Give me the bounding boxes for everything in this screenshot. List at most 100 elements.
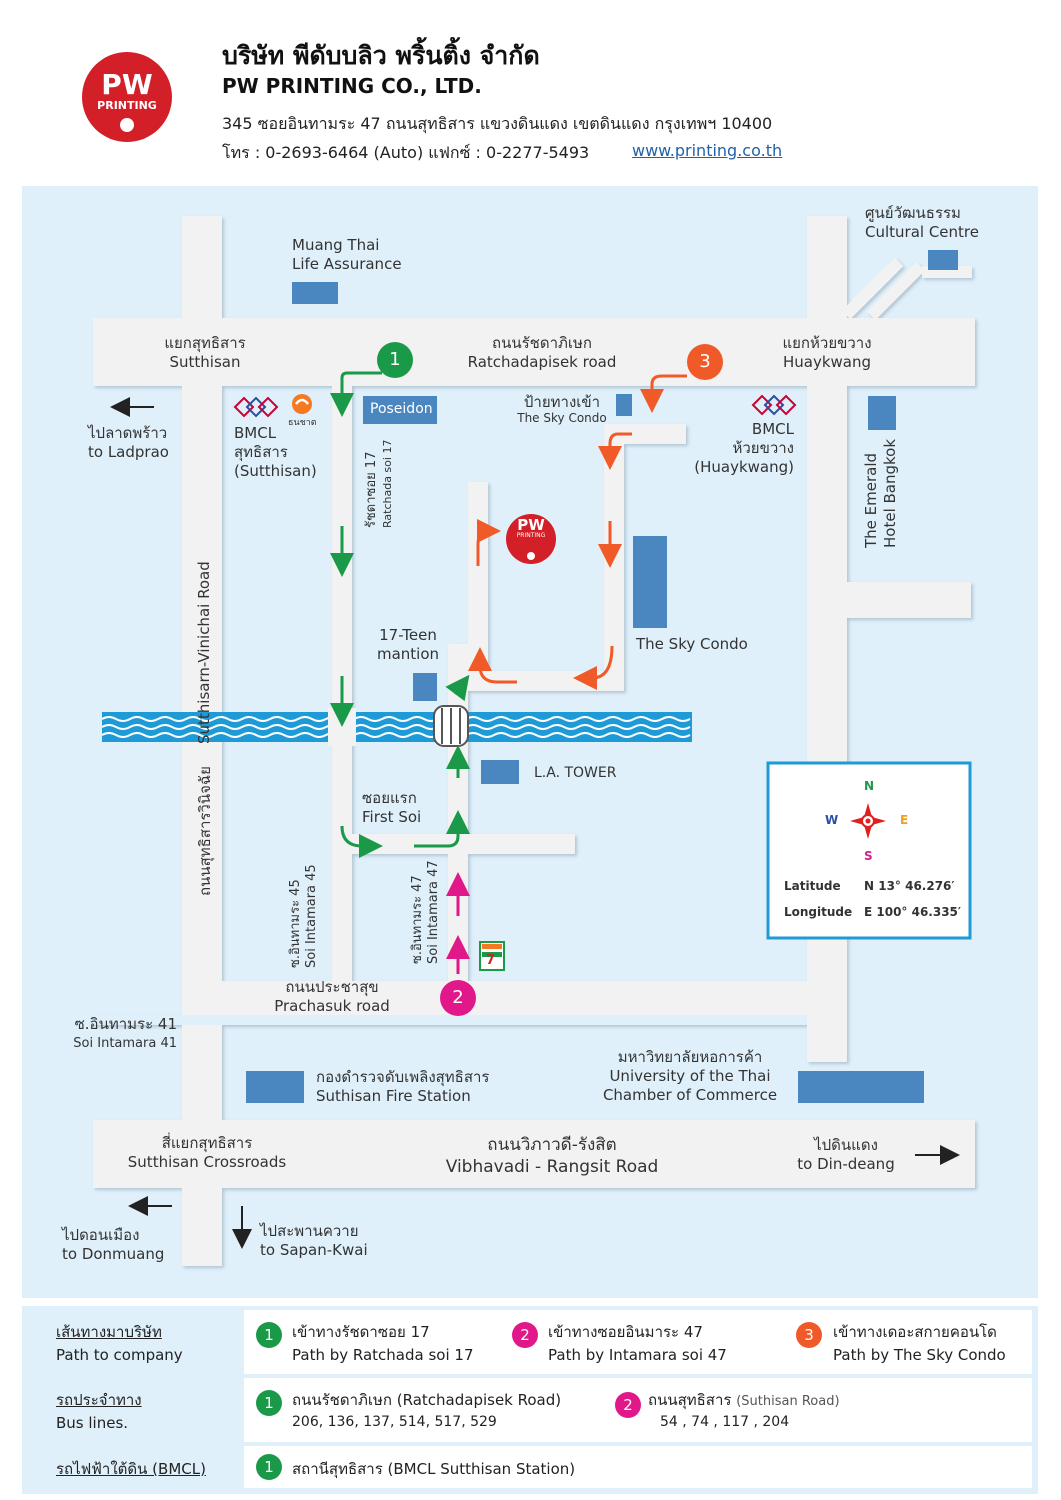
compass-east: E — [900, 813, 909, 827]
prachasuk-road-en: Prachasuk road — [274, 997, 390, 1015]
to-ladprao-en: to Ladprao — [88, 443, 169, 461]
soi17-label: รัชดาซอย 17 Ratchada soi 17 — [364, 440, 396, 528]
bus-1-road: ถนนรัชดาภิเษก (Ratchadapisek Road) — [292, 1388, 561, 1412]
emerald-hotel-label: The Emerald Hotel Bangkok — [862, 439, 900, 548]
path-3-en: Path by The Sky Condo — [833, 1346, 1006, 1364]
longitude-value: E 100° 46.335′ — [864, 905, 962, 919]
teen-building — [413, 673, 437, 701]
logo-dot — [120, 118, 134, 132]
fire-station-building — [246, 1071, 304, 1103]
pw-map-subtext: PRINTING — [516, 532, 546, 539]
intamara41-en: Soi Intamara 41 — [73, 1036, 177, 1051]
first-soi-en: First Soi — [362, 808, 422, 826]
fire-station-th: กองดำรวจดับเพลิงสุทธิสาร — [316, 1068, 490, 1086]
to-sapankwai-th: ไปสะพานควาย — [260, 1222, 359, 1240]
bmcl-huaykwang-label: BMCL ห้วยขวาง (Huaykwang) — [690, 420, 794, 477]
bus-2-road-th: ถนนสุทธิสาร — [648, 1391, 732, 1409]
pw-location-logo — [506, 514, 556, 564]
intamara47-th: ซ.อินทามระ 47 — [410, 875, 425, 964]
seventeen-mantion-label: 17-Teen mantion — [368, 626, 448, 664]
path-header-th: เส้นทางมาบริษัท — [56, 1323, 162, 1341]
sutthisan-junction-en: Sutthisan — [169, 353, 241, 371]
sutthisan-crossroads-en: Sutthisan Crossroads — [127, 1153, 287, 1171]
first-soi-th: ซอยแรก — [362, 789, 417, 807]
bridge-intamara47 — [433, 705, 469, 747]
intamara45-label: ซ.อินทามระ 45 Soi Intamara 45 — [288, 864, 320, 968]
poseidon-label: Poseidon — [370, 401, 433, 417]
thanachart-label: ธนชาต — [288, 418, 317, 428]
bmcl-sutthisan-label: BMCL สุทธิสาร (Sutthisan) — [234, 424, 317, 481]
sky-entrance-en: The Sky Condo — [517, 411, 607, 425]
sky-entrance-label: ป้ายทางเข้า The Sky Condo — [507, 394, 617, 426]
to-dindeang-th: ไปดินแดง — [814, 1136, 878, 1154]
intamara45-th: ซ.อินทามระ 45 — [288, 879, 303, 968]
huaykwang-junction-en: Huaykwang — [782, 353, 872, 371]
logo: PW PRINTING — [82, 52, 172, 142]
seven-eleven-label: 7 — [486, 953, 496, 968]
to-donmuang-th: ไปดอนเมือง — [62, 1226, 140, 1244]
emerald-line2: Hotel Bangkok — [881, 438, 899, 548]
compass-west: W — [825, 813, 839, 827]
bmcl-logo-sutthisan — [233, 396, 279, 418]
mrt-row: รถไฟฟ้าใต้ดิน (BMCL) 1 สถานีสุทธิสาร (BM… — [32, 1446, 1032, 1488]
logo-text-sub: PRINTING — [97, 99, 157, 112]
path-3-th: เข้าทางเดอะสกายคอนโด — [833, 1323, 997, 1341]
bmcl-huaykwang-line3: (Huaykwang) — [694, 458, 794, 476]
bus-1-marker: 1 — [256, 1390, 282, 1416]
company-website-link[interactable]: www.printing.co.th — [632, 141, 783, 160]
roads — [93, 216, 975, 1266]
prachasuk-road-th: ถนนประชาสุข — [285, 978, 379, 996]
mrt-header-th: รถไฟฟ้าใต้ดิน (BMCL) — [56, 1460, 206, 1478]
route-3-marker: 3 — [687, 344, 723, 380]
fire-station-label: กองดำรวจดับเพลิงสุทธิสาร Suthisan Fire S… — [316, 1068, 489, 1106]
cultural-centre-label: ศูนย์วัฒนธรรม Cultural Centre — [865, 204, 979, 242]
longitude-label: Longitude — [784, 905, 853, 919]
direction-arrows — [110, 397, 960, 1249]
sutthisan-crossroads-label: สี่แยกสุทธิสาร Sutthisan Crossroads — [117, 1134, 297, 1172]
bmcl-sutthisan-line1: BMCL — [234, 424, 277, 442]
sky-sign-building — [616, 394, 632, 416]
bmcl-huaykwang-line2: ห้วยขวาง — [732, 439, 794, 457]
bus-header-cell: รถประจำทาง Bus lines. — [32, 1378, 244, 1442]
fire-station-en: Suthisan Fire Station — [316, 1087, 471, 1105]
prachasuk-road-label: ถนนประชาสุข Prachasuk road — [252, 978, 412, 1016]
sutthisarn-vinichai-road-en-label: Sutthisarn-Vinichai Road — [195, 561, 213, 744]
cultural-centre-en: Cultural Centre — [865, 223, 979, 241]
la-tower-label: L.A. TOWER — [534, 765, 617, 781]
emerald-line1: The Emerald — [862, 452, 880, 548]
utcc-label: มหาวิทยาลัยหอการค้า University of the Th… — [590, 1048, 790, 1105]
prachasuk-road — [222, 981, 807, 1015]
location-map: ถนนรัชดาภิเษก Ratchadapisek road ถนนวิภา… — [22, 186, 1038, 1298]
vibhavadi-road-en: Vibhavadi - Rangsit Road — [445, 1157, 659, 1177]
utcc-en2: Chamber of Commerce — [602, 1086, 778, 1104]
to-ladprao-th: ไปลาดพร้าว — [88, 424, 168, 442]
vibhavadi-road — [93, 1120, 975, 1188]
sky-entrance-th: ป้ายทางเข้า — [523, 393, 601, 411]
pw-branch-road — [468, 482, 488, 691]
sky-condo-label: The Sky Condo — [636, 635, 748, 653]
to-sapankwai-en: to Sapan-Kwai — [260, 1241, 368, 1259]
company-phone-fax: โทร : 0-2693-6464 (Auto) แฟกซ์ : 0-2277-… — [222, 143, 590, 162]
bus-header-th: รถประจำทาง — [56, 1391, 142, 1409]
intamara45-en: Soi Intamara 45 — [304, 864, 319, 968]
company-name-en: PW PRINTING CO., LTD. — [222, 74, 482, 98]
poseidon-building — [363, 396, 437, 424]
huaykwang-stub — [847, 582, 971, 618]
intamara41-th: ซ.อินทามระ 41 — [74, 1015, 177, 1033]
utcc-building — [798, 1071, 924, 1103]
intamara47-en: Soi Intamara 47 — [426, 860, 441, 964]
bus-1-lines: 206, 136, 137, 514, 517, 529 — [292, 1414, 497, 1430]
ratchada-road-label: ถนนรัชดาภิเษก Ratchadapisek road — [442, 334, 642, 372]
to-ladprao-label: ไปลาดพร้าว to Ladprao — [88, 424, 169, 462]
sky-condo-building — [633, 536, 667, 628]
route-1 — [330, 371, 470, 858]
cultural-ramp-2 — [867, 262, 925, 320]
teen-line2: mantion — [376, 645, 440, 663]
muang-thai-label: Muang Thai Life Assurance — [292, 236, 402, 274]
company-address: 345 ซอยอินทามระ 47 ถนนสุทธิสาร แขวงดินแด… — [222, 114, 773, 133]
pw-map-text: PW — [517, 516, 545, 534]
to-dindeang-label: ไปดินแดง to Din-deang — [784, 1136, 908, 1174]
soi17-en: Ratchada soi 17 — [381, 439, 394, 528]
bus-2-road: ถนนสุทธิสาร (Suthisan Road) — [648, 1388, 840, 1412]
la-tower-building — [481, 760, 519, 784]
